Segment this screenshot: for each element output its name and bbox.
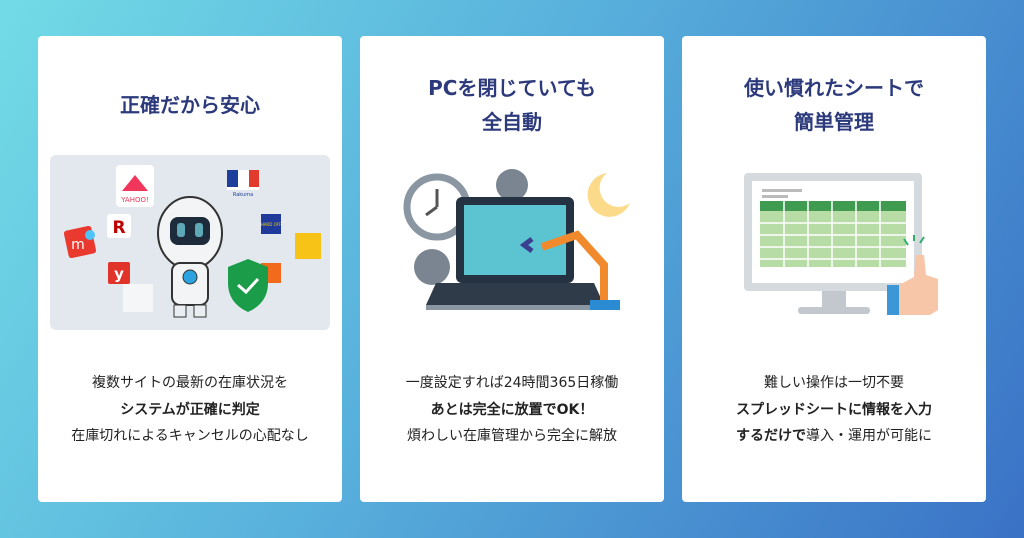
yahoo-auction-logo: y bbox=[108, 262, 130, 284]
svg-text:YAHOO!: YAHOO! bbox=[120, 196, 149, 204]
svg-text:m: m bbox=[71, 237, 85, 253]
yahoo-shopping-logo: YAHOO! bbox=[116, 165, 154, 207]
mercari-logo: m bbox=[63, 225, 97, 259]
laptop-robot-arm-illustration bbox=[403, 169, 630, 310]
desc-line-bold: あとは完全に放置でOK！ bbox=[430, 401, 594, 418]
spreadsheet-monitor-illustration bbox=[744, 173, 938, 315]
card-title: 正確だから安心 bbox=[120, 93, 260, 117]
desc-line: 煩わしい在庫管理から完全に解放 bbox=[407, 428, 617, 444]
svg-text:y: y bbox=[114, 265, 124, 283]
desc-line: 複数サイトの最新の在庫状況を bbox=[92, 375, 288, 391]
desc-line-bold: スプレッドシートに情報を入力 bbox=[736, 401, 932, 418]
gear-icon bbox=[414, 249, 450, 285]
svg-text:Rakuma: Rakuma bbox=[233, 192, 253, 198]
desc-line: 在庫切れによるキャンセルの心配なし bbox=[71, 428, 309, 444]
card-description: 一度設定すれば24時間365日稼働 あとは完全に放置でOK！ 煩わしい在庫管理か… bbox=[360, 370, 664, 450]
gear-icon bbox=[496, 169, 528, 201]
rakuma-logo: Rakuma bbox=[227, 170, 259, 198]
hardoff-logo: HARD OFF bbox=[261, 214, 282, 234]
feature-card-automation: PCを閉じていても全自動 一度設定すれば24時間365日稼働 あとは完全に放置で… bbox=[360, 36, 664, 502]
rakuten-logo: R bbox=[107, 214, 131, 238]
desc-line: 一度設定すれば24時間365日稼働 bbox=[405, 375, 619, 391]
feature-card-spreadsheet: 使い慣れたシートで簡単管理 難しい操作は一切不要 スプレッドシートに情報を入力 … bbox=[682, 36, 986, 502]
card-description: 複数サイトの最新の在庫状況を システムが正確に判定 在庫切れによるキャンセルの心… bbox=[38, 370, 342, 450]
moon-icon bbox=[587, 173, 630, 217]
auction-logo bbox=[295, 233, 321, 259]
robot-icon bbox=[157, 196, 223, 318]
feature-card-accuracy: 正確だから安心 YAHOO! R m y Rakuma HARD OFF 複数サ… bbox=[38, 36, 342, 502]
card-title: 使い慣れたシートで簡単管理 bbox=[744, 76, 924, 134]
card-description: 難しい操作は一切不要 スプレッドシートに情報を入力 するだけで導入・運用が可能に bbox=[682, 370, 986, 450]
desc-line: するだけで導入・運用が可能に bbox=[736, 428, 932, 444]
robot-marketplaces-illustration: YAHOO! R m y Rakuma HARD OFF bbox=[50, 155, 330, 330]
desc-line-bold: システムが正確に判定 bbox=[120, 401, 260, 418]
svg-text:R: R bbox=[112, 218, 125, 238]
shop-logo bbox=[123, 284, 153, 312]
card-title: PCを閉じていても全自動 bbox=[428, 76, 596, 134]
desc-line: 難しい操作は一切不要 bbox=[764, 375, 904, 391]
pointing-hand-icon bbox=[887, 235, 938, 315]
robot-arm-icon bbox=[540, 230, 608, 300]
shield-check-icon bbox=[228, 259, 268, 312]
spreadsheet-grid bbox=[760, 201, 906, 267]
svg-text:HARD OFF: HARD OFF bbox=[261, 222, 282, 227]
